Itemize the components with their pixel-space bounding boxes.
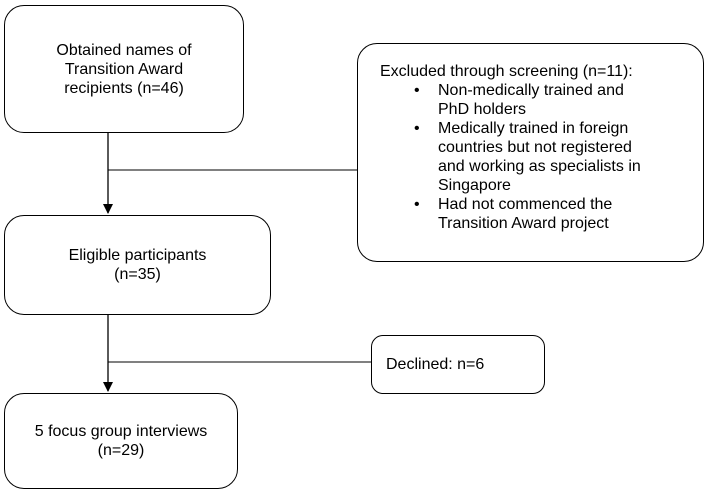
excluded-reason-line: and working as specialists in [438, 158, 641, 175]
excluded-reason-line: Singapore [438, 177, 511, 194]
eligible-box-line: Eligible participants [68, 247, 207, 264]
names-obtained-box: Obtained names of Transition Award recip… [4, 5, 244, 133]
excluded-reason-item: • Non-medically trained and PhD holders [380, 81, 703, 119]
eligible-box-line: (n=35) [114, 266, 161, 283]
declined-box: Declined: n=6 [371, 335, 545, 394]
bullet-icon: • [414, 82, 420, 99]
excluded-reason-line: Transition Award project [438, 215, 609, 232]
excluded-screening-box: Excluded through screening (n=11): • Non… [357, 43, 704, 262]
focus-box-line: (n=29) [97, 442, 145, 459]
excluded-title: Excluded through screening (n=11): [380, 63, 633, 80]
excluded-reasons-list: • Non-medically trained and PhD holders … [380, 81, 703, 233]
excluded-reason-line: countries but not registered [438, 139, 632, 156]
eligible-participants-box: Eligible participants (n=35) [4, 215, 271, 315]
excluded-reason-item: • Medically trained in foreign countries… [380, 119, 703, 195]
names-box-line: Obtained names of [56, 41, 192, 59]
bullet-icon: • [414, 196, 420, 213]
excluded-reason-line: PhD holders [438, 101, 527, 118]
excluded-reason-line: Non-medically trained and [438, 82, 624, 99]
excluded-reason-item: • Had not commenced the Transition Award… [380, 195, 703, 233]
excluded-reason-line: Had not commenced the [438, 196, 613, 213]
focus-group-box: 5 focus group interviews (n=29) [4, 393, 238, 489]
declined-label: Declined: n=6 [386, 356, 485, 373]
excluded-reason-line: Medically trained in foreign [438, 120, 629, 137]
bullet-icon: • [414, 120, 420, 137]
focus-box-line: 5 focus group interviews [34, 423, 208, 440]
names-box-line: recipients (n=46) [64, 79, 184, 97]
names-box-line: Transition Award [64, 60, 184, 78]
